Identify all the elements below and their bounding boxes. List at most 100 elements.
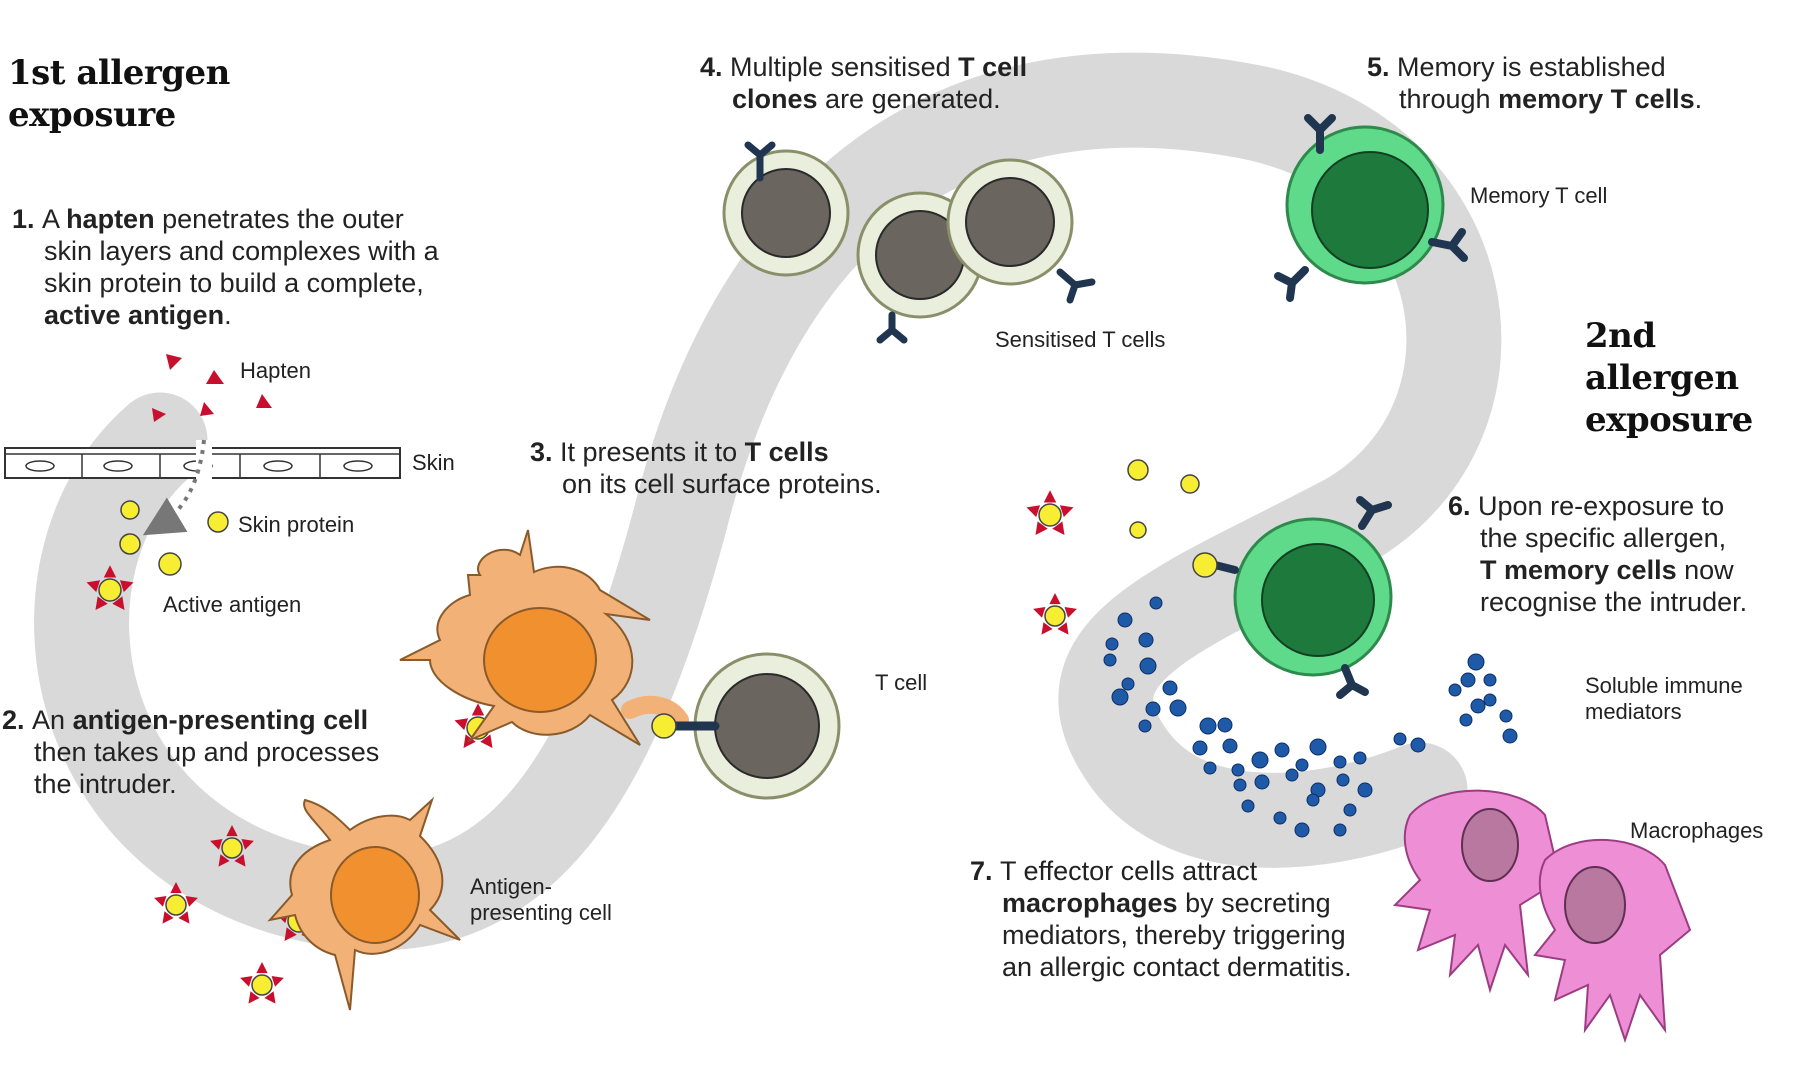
step-text: an allergic contact dermatitis.	[1002, 952, 1352, 982]
step-number: 3.	[530, 437, 561, 467]
step-text: now	[1676, 555, 1734, 585]
step-text: Upon re-exposure to	[1478, 491, 1725, 521]
t-cell-icon	[651, 652, 841, 800]
step-text: mediators, thereby triggering	[1002, 920, 1346, 950]
step-text: the intruder.	[34, 769, 177, 799]
mediator-dot-icon	[1499, 709, 1513, 723]
mediator-dot-icon	[1149, 596, 1163, 610]
hapten-triangle-icon	[210, 838, 223, 850]
label-line: presenting cell	[470, 900, 612, 925]
mediator-dot-icon	[1145, 701, 1161, 717]
receptor-icon	[1356, 496, 1392, 530]
label-line: Antigen-	[470, 874, 552, 899]
step-number: 4.	[700, 52, 731, 82]
hapten-triangle-icon	[241, 838, 254, 850]
step-bold-text: macrophages	[1002, 888, 1178, 918]
hapten-triangle-icon	[200, 402, 214, 416]
step-line: 2. An antigen-presenting cell	[2, 704, 379, 736]
hapten-triangle-icon	[103, 565, 117, 578]
label-skin: Skin	[412, 450, 455, 475]
mediator-dot-icon	[1199, 717, 1217, 735]
receptor-icon	[876, 311, 908, 344]
step-text: then takes up and processes	[34, 737, 380, 767]
label-soluble-mediators: Soluble immune mediators	[1585, 673, 1743, 725]
mediator-dot-icon	[1333, 823, 1347, 837]
step-line: clones are generated.	[700, 83, 1027, 115]
heading-line: exposure	[1585, 400, 1753, 440]
hapten-triangle-icon	[86, 580, 101, 593]
hapten-triangle-icon	[480, 734, 493, 748]
hapten-triangle-icon	[226, 825, 238, 837]
skin-protein-dot-icon	[165, 894, 187, 916]
skin-protein-dot-icon	[158, 552, 182, 576]
step-line: 7. T effector cells attract	[970, 855, 1352, 887]
step-number: 5.	[1367, 52, 1398, 82]
step-text: the specific allergen,	[1480, 523, 1727, 553]
mediator-dot-icon	[1138, 719, 1152, 733]
step-line: 4. Multiple sensitised T cell	[700, 51, 1027, 83]
mediator-dot-icon	[1470, 698, 1486, 714]
hapten-triangle-icon	[1043, 490, 1057, 503]
step-bold-text: hapten	[66, 204, 155, 234]
active-antigen-icon	[1192, 552, 1218, 578]
step-number: 1.	[12, 204, 43, 234]
mediator-dot-icon	[1459, 713, 1473, 727]
mediator-dot-icon	[1103, 653, 1117, 667]
receptor-icon	[1274, 266, 1309, 302]
hapten-triangle-icon	[256, 962, 268, 974]
step-bold-text: T cells	[744, 437, 829, 467]
step-line: on its cell surface proteins.	[530, 468, 882, 500]
step-text: penetrates the outer	[154, 204, 404, 234]
step-text: T effector cells attract	[1000, 856, 1258, 886]
step-line: macrophages by secreting	[970, 887, 1352, 919]
mediator-dot-icon	[1295, 758, 1309, 772]
step-line: the intruder.	[2, 768, 379, 800]
memory-t-cell-icon	[1192, 496, 1393, 699]
t-cell-icon	[946, 158, 1074, 286]
antigen-presenting-cell-icon	[267, 796, 461, 1011]
receptor-icon	[1336, 664, 1369, 699]
mediator-dot-icon	[1285, 768, 1299, 782]
mediator-dot-icon	[1139, 657, 1157, 675]
mediator-dot-icon	[1483, 673, 1497, 687]
reexposure-proteins	[1127, 459, 1200, 539]
macrophage-icon	[1392, 789, 1562, 994]
hapten-triangle-icon	[112, 596, 125, 610]
hapten-triangle-icon	[1049, 593, 1061, 605]
receptor-icon	[1056, 268, 1096, 304]
label-line: mediators	[1585, 699, 1682, 724]
skin-protein-dot-icon	[1180, 474, 1200, 494]
label-t-cell: T cell	[875, 670, 928, 695]
step-line: active antigen.	[12, 299, 439, 331]
step-text: .	[224, 300, 232, 330]
step-text: An	[32, 705, 73, 735]
sensitised-t-cells	[722, 141, 1096, 344]
mediator-dot-icon	[1117, 612, 1133, 628]
step-text: through	[1399, 84, 1499, 114]
hapten-triangle-icon	[1026, 505, 1041, 518]
hapten-triangle-icon	[471, 703, 485, 716]
mediator-dot-icon	[1254, 774, 1270, 790]
skin-protein-dot-icon	[119, 533, 141, 555]
step-line: through memory T cells.	[1367, 83, 1702, 115]
step-line: an allergic contact dermatitis.	[970, 951, 1352, 983]
step-bold-text: active antigen	[44, 300, 225, 330]
mediator-dot-icon	[1241, 799, 1255, 813]
hapten-triangle-icon	[1035, 521, 1048, 535]
hapten-triangle-icon	[1041, 622, 1053, 635]
mediator-dot-icon	[1192, 740, 1208, 756]
step-text: skin layers and complexes with a	[44, 236, 439, 266]
hapten-triangle-icon	[1059, 505, 1074, 518]
step-line: T memory cells now	[1448, 554, 1747, 586]
hapten-triangle-icon	[264, 991, 276, 1004]
step-text: recognise the intruder.	[1480, 587, 1748, 617]
mediator-dot-icon	[1336, 773, 1350, 787]
active-antigen-icon	[86, 565, 134, 610]
label-macrophages: Macrophages	[1630, 818, 1764, 843]
mediator-dot-icon	[1233, 778, 1247, 792]
step-text: A	[42, 204, 67, 234]
step-line: 1. A hapten penetrates the outer	[12, 203, 439, 235]
step-line: skin protein to build a complete,	[12, 267, 439, 299]
